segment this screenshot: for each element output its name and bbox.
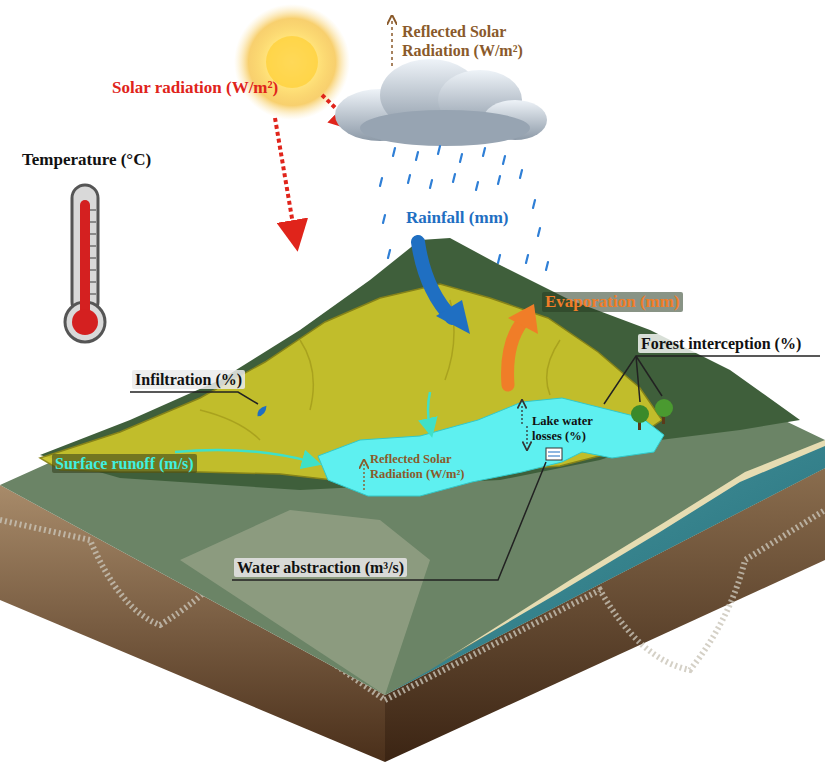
loss-arrow [521, 404, 522, 424]
leader-line [636, 356, 662, 396]
rainfall-label: Rainfall (mm) [406, 208, 508, 228]
trees [631, 399, 673, 430]
evaporation-arrow [508, 322, 522, 385]
temperature-label: Temperature (°C) [22, 150, 151, 170]
rainfall-arrow-head [436, 300, 470, 334]
lake [318, 398, 664, 496]
mountain-range [40, 238, 800, 490]
lake-losses-label: Lake water losses (%) [532, 414, 610, 444]
sun [234, 4, 350, 120]
leader-line [636, 356, 640, 402]
evaporation-arrow-head [508, 304, 538, 334]
lake-reflected-label: Reflected Solar Radiation (W/m²) [370, 452, 478, 482]
cloud [335, 59, 547, 146]
evaporation-label: Evaporation (mm) [542, 292, 683, 312]
town-area [180, 510, 430, 695]
abstraction-label: Water abstraction (m³/s) [234, 558, 407, 577]
radiation-label: Solar radiation (W/m²) [112, 78, 278, 98]
land-surface [0, 250, 825, 695]
leader-line [604, 356, 820, 404]
reflected-arrow [391, 20, 393, 66]
radiation-arrow [275, 118, 295, 236]
runoff-label: Surface runoff (m/s) [52, 454, 197, 473]
infiltration-label: Infiltration (%) [132, 370, 245, 389]
reflected-label: Reflected Solar Radiation (W/m²) [402, 22, 552, 60]
abstraction-station [546, 448, 562, 460]
loss-arrow [526, 426, 527, 446]
infiltration-drop [255, 404, 269, 419]
rainfall-arrow [418, 242, 452, 318]
reflected-arrow [363, 464, 364, 490]
runoff-arrow [428, 392, 430, 428]
interception-label: Forest interception (%) [638, 334, 804, 353]
thermometer [65, 185, 105, 342]
leader-line [130, 392, 258, 404]
